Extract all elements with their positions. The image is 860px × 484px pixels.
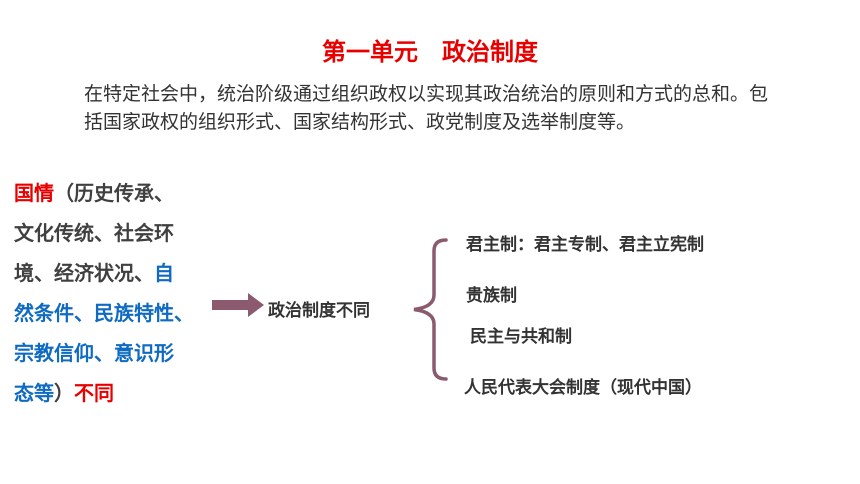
- page-title: 第一单元政治制度: [0, 32, 860, 67]
- left-line-3: 境、经济状况、自: [14, 261, 174, 285]
- left-line-2: 文化传统、社会环: [14, 221, 174, 245]
- keyword-national-conditions: 国情: [14, 181, 54, 205]
- title-topic: 政治制度: [442, 38, 538, 66]
- left-line-1: 国情（历史传承、: [14, 181, 174, 205]
- branch-monarchy: 君主制：君主专制、君主立宪制: [466, 235, 704, 255]
- branch-aristocracy: 贵族制: [466, 286, 517, 306]
- branch-peoples-congress: 人民代表大会制度（现代中国）: [464, 378, 702, 398]
- right-arrow-icon: [212, 293, 264, 317]
- left-brace-icon: [413, 238, 448, 381]
- left-line-5: 宗教信仰、意识形: [14, 341, 174, 365]
- left-line-4: 然条件、民族特性、: [14, 301, 194, 325]
- national-conditions-block: 国情（历史传承、 文化传统、社会环 境、经济状况、自 然条件、民族特性、 宗教信…: [14, 173, 236, 413]
- branch-democracy-republic: 民主与共和制: [470, 327, 572, 347]
- left-line-6: 态等）不同: [14, 381, 114, 405]
- center-label: 政治制度不同: [268, 301, 370, 321]
- title-unit: 第一单元: [322, 38, 418, 66]
- definition-text: 在特定社会中，统治阶级通过组织政权以实现其政治统治的原则和方式的总和。包括国家政…: [84, 83, 769, 133]
